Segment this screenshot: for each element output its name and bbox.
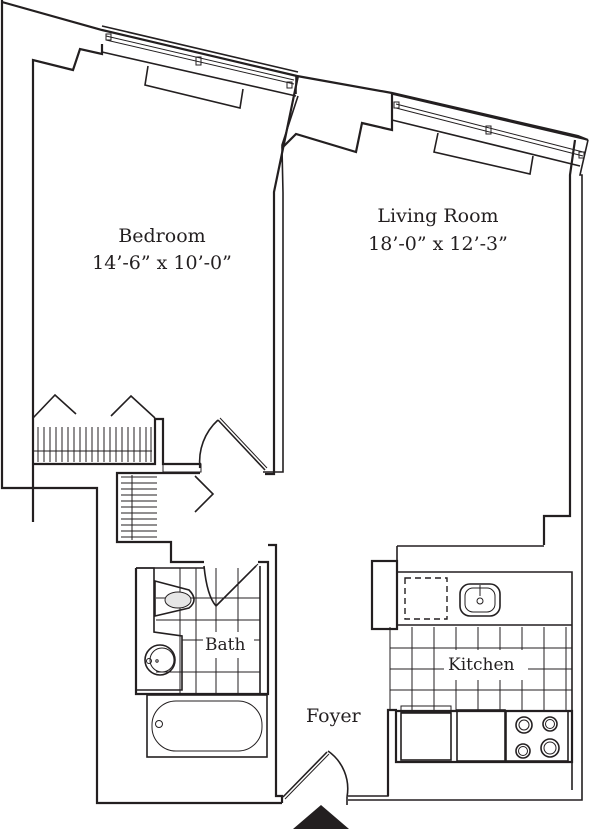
living-room-label: Living Room (377, 205, 498, 227)
closet-hangers (37, 427, 152, 462)
bath-door[interactable] (203, 563, 259, 607)
counter (456, 709, 506, 762)
bathroom: Bath (134, 560, 270, 758)
partition-wall (263, 75, 394, 476)
bedroom-dimensions: 14’-6” x 10’-0” (92, 252, 232, 274)
kitchen: Kitchen (370, 545, 574, 796)
bath-tile-grid (156, 568, 260, 694)
sink-icon (144, 644, 176, 676)
refrigerator-icon (400, 705, 452, 761)
bedroom-label: Bedroom (118, 225, 205, 247)
interior-walls (268, 543, 389, 797)
bedroom-closet (32, 393, 202, 468)
living-room-window (391, 93, 589, 175)
entry-door[interactable] (282, 750, 349, 805)
living-room-dimensions: 18’-0” x 12’-3” (368, 233, 508, 255)
hall-closet (115, 471, 215, 564)
stove-icon (505, 710, 569, 762)
entry-arrow-icon (293, 805, 349, 829)
toilet-icon (154, 579, 195, 618)
foyer: Foyer (274, 560, 362, 829)
foyer-label: Foyer (306, 705, 362, 727)
dishwasher-outline (404, 577, 448, 620)
bath-label: Bath (205, 635, 245, 655)
bedroom-window (101, 25, 299, 109)
kitchen-tile-grid (389, 627, 572, 710)
bathtub-icon (146, 694, 268, 758)
kitchen-sink-icon (459, 583, 501, 617)
kitchen-label: Kitchen (448, 655, 514, 675)
bedroom-door[interactable] (162, 417, 268, 473)
